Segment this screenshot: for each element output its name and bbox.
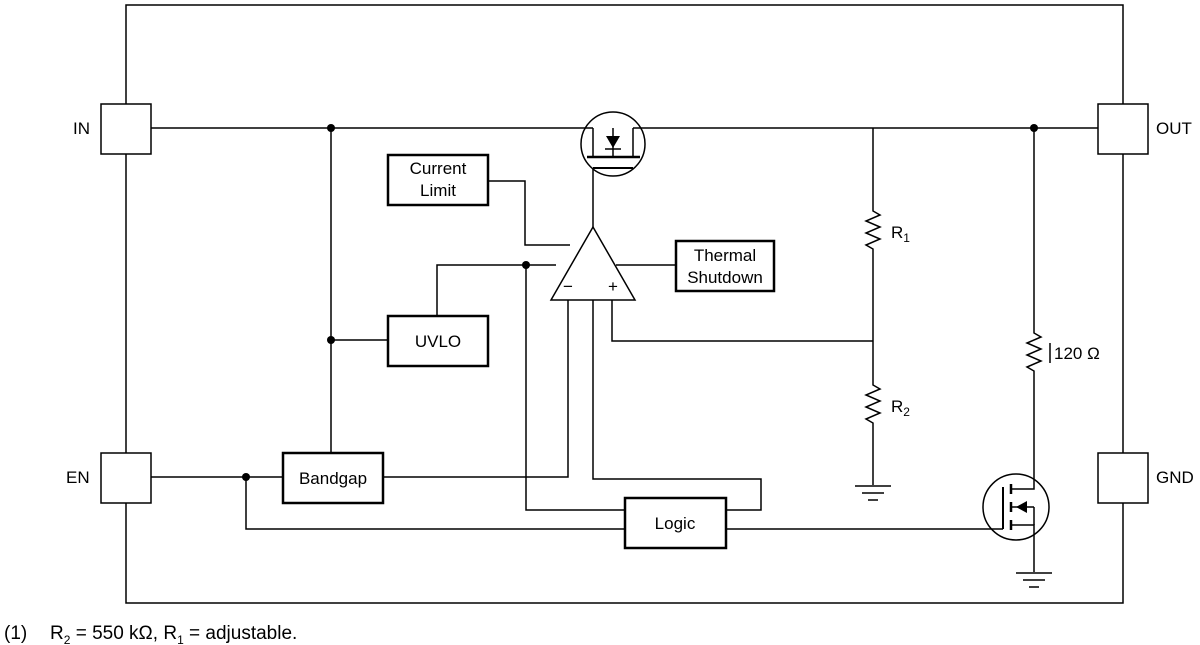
bandgap-label: Bandgap [299, 469, 367, 488]
r2-label: R2 [891, 397, 910, 419]
footnote: (1)R2 = 550 kΩ, R1 = adjustable. [4, 623, 297, 645]
pin-en-box [100, 452, 152, 504]
r1-resistor [864, 206, 882, 256]
current-limit-block [386, 153, 490, 207]
thermal-shutdown-label-line2: Shutdown [687, 268, 763, 287]
pin-out-box [1097, 103, 1149, 155]
uvlo-label: UVLO [415, 332, 461, 351]
pin-label-en: EN [66, 468, 90, 487]
pin-label-out: OUT [1156, 119, 1192, 138]
ground-symbol-nmos [1016, 572, 1052, 588]
pulldown-resistor [1025, 328, 1043, 378]
bandgap-block [281, 451, 385, 505]
pin-in-box [100, 103, 152, 155]
current-limit-label-line1: Current [410, 159, 467, 178]
pin-gnd-box [1097, 452, 1149, 504]
device-boundary [125, 4, 1124, 604]
thermal-shutdown-block [674, 239, 776, 293]
uvlo-block [386, 314, 490, 368]
current-limit-label-line2: Limit [420, 181, 456, 200]
pin-label-in: IN [73, 119, 90, 138]
error-amplifier [549, 225, 637, 301]
r1-label: R1 [891, 223, 910, 245]
amp-plus-label: + [608, 277, 618, 296]
r2-resistor [864, 380, 882, 430]
amp-minus-label: − [563, 277, 573, 296]
pin-label-gnd: GND [1156, 468, 1194, 487]
pulldown-resistor-label: 120 Ω [1054, 344, 1100, 363]
logic-block [623, 496, 728, 550]
thermal-shutdown-label-line1: Thermal [694, 246, 756, 265]
ground-symbol-divider [855, 485, 891, 501]
logic-label: Logic [655, 514, 696, 533]
